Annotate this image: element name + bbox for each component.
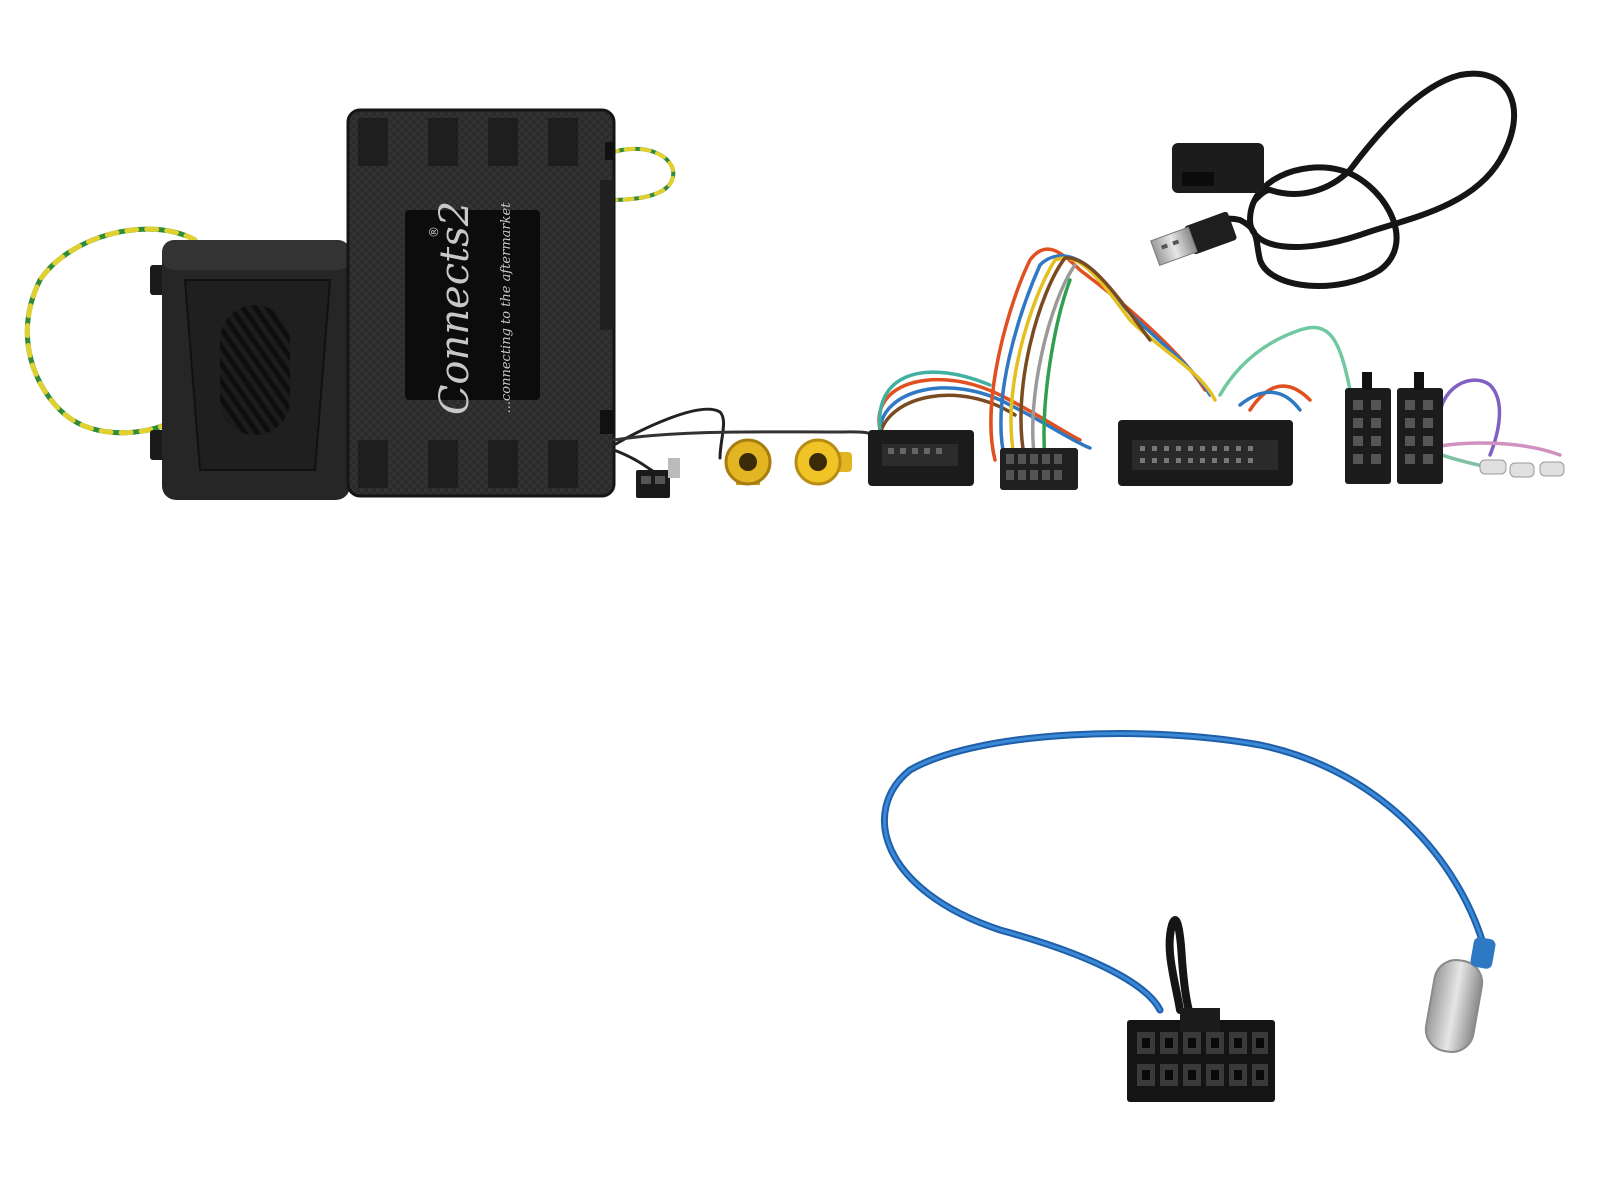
speaker-module	[150, 240, 358, 500]
twisted-wire-right	[608, 146, 676, 202]
vehicle-harness	[877, 247, 1562, 472]
logo-panel	[405, 210, 540, 400]
rca-plug-icon	[724, 438, 772, 486]
twisted-wire-left	[24, 226, 198, 436]
vehicle-plug	[1118, 420, 1293, 486]
harness-plug	[868, 430, 974, 486]
usb-plug-icon	[1150, 211, 1237, 266]
antenna-adapter	[881, 730, 1496, 1102]
brand-logo: Connects2 ...connecting to the aftermark…	[427, 201, 514, 415]
rca-connectors	[724, 438, 852, 486]
rca-plug-icon	[794, 438, 852, 486]
interface-box: Connects2 ...connecting to the aftermark…	[346, 108, 616, 498]
iso-connectors	[1345, 372, 1443, 484]
registered-mark: ®	[427, 226, 441, 238]
small-connector	[636, 458, 680, 498]
usb-extension-cable	[1150, 70, 1518, 289]
spade-terminals	[1479, 459, 1565, 478]
speaker-grille-icon	[220, 305, 290, 435]
antenna-plug-icon	[1424, 937, 1496, 1053]
logo-text: Connects2	[432, 201, 478, 415]
harness-plug	[1000, 448, 1078, 490]
antenna-block-connector	[1127, 1008, 1275, 1102]
logo-tagline: ...connecting to the aftermarket	[499, 202, 514, 414]
